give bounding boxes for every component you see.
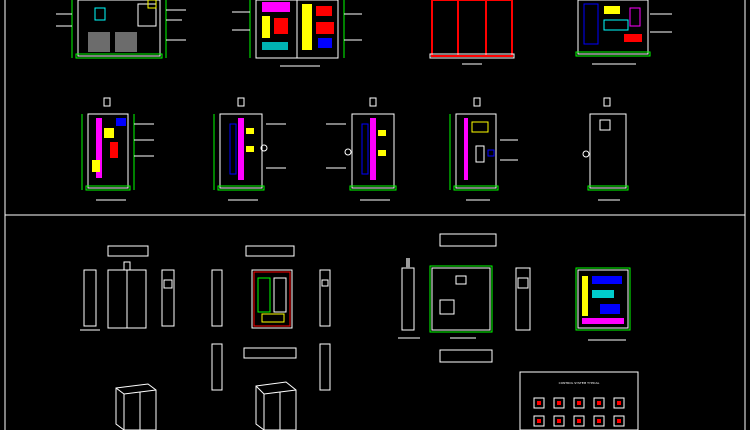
enclosure-group-3 <box>398 233 531 363</box>
cabinet-frame-view-c <box>429 0 515 65</box>
isometric-view-1 <box>115 383 157 430</box>
cabinet-elevation-4 <box>449 97 518 201</box>
cabinet-layout-view-d <box>575 0 672 65</box>
cabinet-elevation-1 <box>81 97 154 201</box>
cabinet-layout-view-e <box>575 267 631 341</box>
enclosure-group-2 <box>211 245 331 391</box>
symbol-legend-grid <box>533 397 625 427</box>
title-block <box>519 371 639 430</box>
symbol-legend-fills <box>537 401 621 423</box>
title-block-label: CONTROL SYSTEM TYPICAL <box>559 381 600 385</box>
cabinet-layout-view-b <box>232 0 362 67</box>
cabinet-elevation-3 <box>326 97 397 201</box>
cabinet-front-view-a <box>56 0 186 59</box>
isometric-view-2 <box>255 381 297 430</box>
sheet-frame <box>4 0 746 430</box>
cabinet-elevation-2 <box>213 97 286 201</box>
enclosure-group-1 <box>80 245 175 331</box>
cabinet-door-view-5 <box>582 97 629 201</box>
